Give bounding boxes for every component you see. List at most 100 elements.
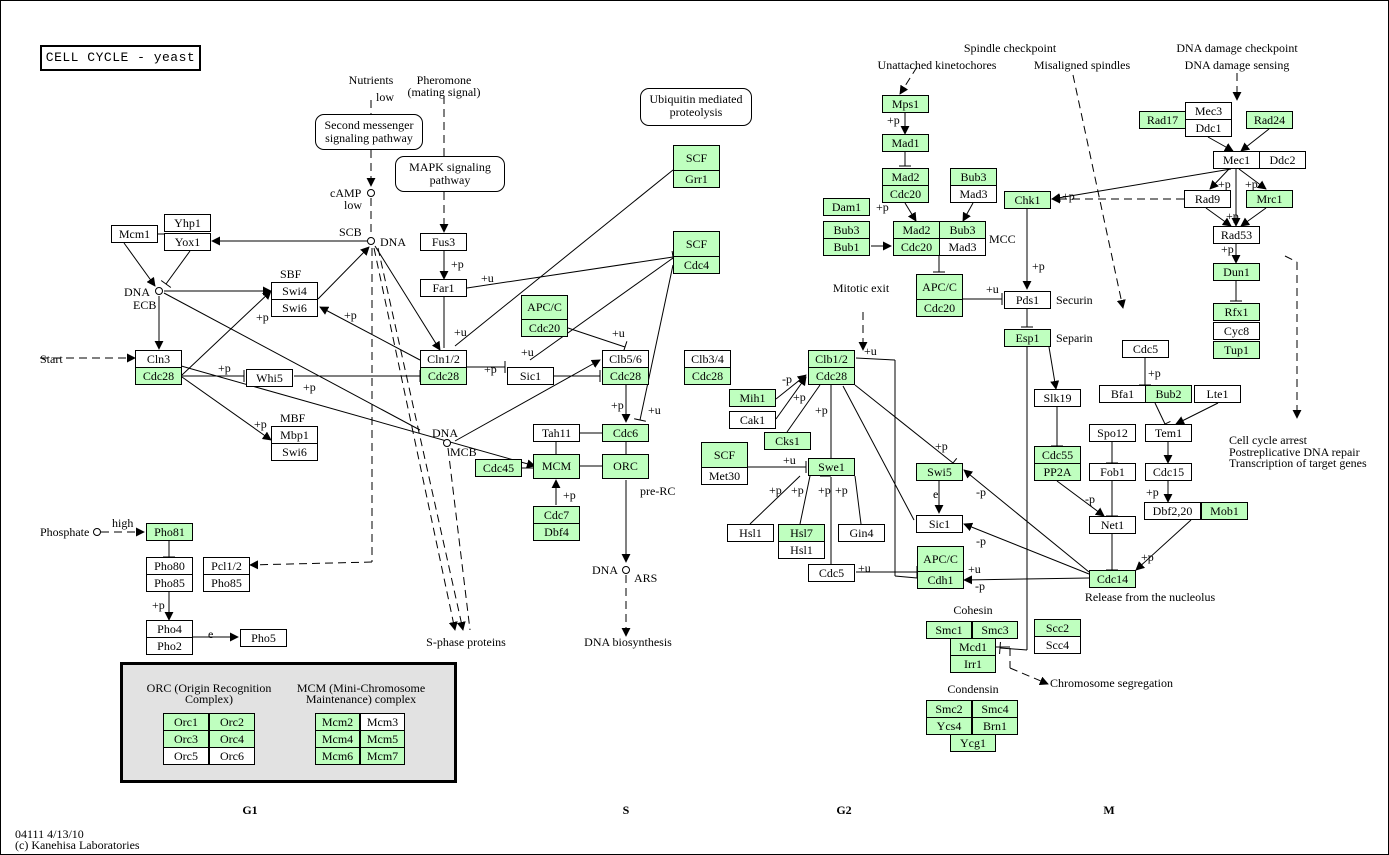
gene-node-swi6a[interactable]: Swi6	[271, 299, 318, 317]
gene-node-mob1[interactable]: Mob1	[1201, 502, 1248, 520]
gene-node-apcc3[interactable]: APC/C	[917, 546, 964, 572]
gene-node-cdc7[interactable]: Cdc7	[533, 506, 580, 524]
gene-node-cdc28d[interactable]: Cdc28	[684, 367, 731, 385]
gene-node-pho81[interactable]: Pho81	[146, 523, 193, 541]
gene-node-clb34[interactable]: Clb3/4	[684, 350, 731, 368]
gene-node-mad2a[interactable]: Mad2	[882, 168, 929, 186]
gene-node-pho85b[interactable]: Pho85	[203, 574, 250, 592]
gene-node-cdc5b[interactable]: Cdc5	[1122, 340, 1169, 358]
gene-node-grr1[interactable]: Grr1	[673, 170, 720, 188]
gene-node-clb56[interactable]: Clb5/6	[602, 350, 649, 368]
gene-node-ddc2[interactable]: Ddc2	[1259, 151, 1306, 169]
gene-node-cdc45[interactable]: Cdc45	[475, 459, 522, 477]
gene-node-yhp1[interactable]: Yhp1	[164, 214, 211, 232]
gene-node-cdc5a[interactable]: Cdc5	[808, 564, 855, 582]
gene-node-orc4[interactable]: Orc4	[209, 730, 255, 748]
gene-node-mrc1[interactable]: Mrc1	[1246, 190, 1293, 208]
gene-node-cdc28a[interactable]: Cdc28	[135, 367, 182, 385]
gene-node-lte1[interactable]: Lte1	[1194, 385, 1241, 403]
gene-node-cdc20d[interactable]: Cdc20	[916, 299, 963, 317]
gene-node-cdh1[interactable]: Cdh1	[917, 571, 964, 589]
gene-node-cln12[interactable]: Cln1/2	[420, 350, 467, 368]
gene-node-mcm7[interactable]: Mcm7	[360, 747, 405, 765]
gene-node-orc1[interactable]: Orc1	[163, 713, 209, 731]
gene-node-bub3a[interactable]: Bub3	[950, 168, 997, 186]
gene-node-orc3[interactable]: Orc3	[163, 730, 209, 748]
gene-node-tem1[interactable]: Tem1	[1145, 424, 1192, 442]
gene-node-apcc1[interactable]: APC/C	[521, 295, 568, 320]
gene-node-cdc28c[interactable]: Cdc28	[602, 367, 649, 385]
gene-node-esp1[interactable]: Esp1	[1004, 329, 1051, 347]
gene-node-pho2[interactable]: Pho2	[146, 637, 193, 655]
gene-node-mad3a[interactable]: Mad3	[950, 185, 997, 203]
gene-node-bub1[interactable]: Bub1	[823, 238, 870, 256]
gene-node-rad17[interactable]: Rad17	[1139, 111, 1186, 129]
dna-mcb-compound[interactable]	[443, 439, 451, 447]
gene-node-mad1[interactable]: Mad1	[882, 134, 929, 152]
gene-node-smc4[interactable]: Smc4	[972, 700, 1018, 718]
gene-node-cak1[interactable]: Cak1	[729, 411, 776, 429]
gene-node-pcl12[interactable]: Pcl1/2	[203, 557, 250, 575]
gene-node-whi5[interactable]: Whi5	[246, 369, 293, 387]
gene-node-dam1[interactable]: Dam1	[823, 198, 870, 216]
gene-node-cdc6[interactable]: Cdc6	[602, 424, 649, 442]
gene-node-tah11[interactable]: Tah11	[533, 424, 580, 442]
dna-ecb-compound[interactable]	[155, 287, 163, 295]
gene-node-met30[interactable]: Met30	[701, 467, 748, 485]
gene-node-mec3[interactable]: Mec3	[1185, 102, 1232, 120]
gene-node-cdc20b[interactable]: Cdc20	[882, 185, 929, 203]
gene-node-mcm3[interactable]: Mcm3	[360, 713, 405, 731]
phosphate-compound[interactable]	[93, 528, 101, 536]
gene-node-mcm[interactable]: MCM	[533, 454, 580, 479]
gene-node-pp2a[interactable]: PP2A	[1034, 463, 1081, 481]
dna-scb-compound[interactable]	[367, 237, 375, 245]
gene-node-mad3b[interactable]: Mad3	[939, 238, 986, 256]
gene-node-ycg1[interactable]: Ycg1	[950, 734, 996, 752]
gene-node-hsl7[interactable]: Hsl7	[778, 524, 825, 542]
gene-node-hsl1b[interactable]: Hsl1	[778, 541, 825, 559]
gene-node-scc2[interactable]: Scc2	[1034, 619, 1081, 637]
gene-node-mcm5[interactable]: Mcm5	[360, 730, 405, 748]
gene-node-mbp1[interactable]: Mbp1	[271, 426, 318, 444]
mapk-pathway-link[interactable]: MAPK signaling pathway	[395, 156, 505, 192]
gene-node-ycs4[interactable]: Ycs4	[926, 717, 972, 735]
gene-node-bub2[interactable]: Bub2	[1145, 385, 1192, 403]
gene-node-mcd1[interactable]: Mcd1	[950, 638, 996, 656]
gene-node-dbf220[interactable]: Dbf2,20	[1144, 502, 1201, 520]
second-messenger-pathway-link[interactable]: Second messenger signaling pathway	[315, 114, 423, 150]
gene-node-swe1[interactable]: Swe1	[808, 458, 855, 476]
gene-node-bfa1[interactable]: Bfa1	[1099, 385, 1146, 403]
gene-node-smc3[interactable]: Smc3	[972, 621, 1018, 639]
gene-node-scf1[interactable]: SCF	[673, 145, 720, 171]
gene-node-rad53[interactable]: Rad53	[1213, 226, 1260, 244]
gene-node-ddc1[interactable]: Ddc1	[1185, 119, 1232, 137]
gene-node-mcm4[interactable]: Mcm4	[315, 730, 360, 748]
gene-node-smc1[interactable]: Smc1	[926, 621, 972, 639]
gene-node-pho85a[interactable]: Pho85	[146, 574, 193, 592]
gene-node-gin4[interactable]: Gin4	[838, 524, 885, 542]
gene-node-cdc15[interactable]: Cdc15	[1145, 463, 1192, 481]
gene-node-swi6b[interactable]: Swi6	[271, 443, 318, 461]
gene-node-far1[interactable]: Far1	[420, 279, 467, 297]
gene-node-cdc28e[interactable]: Cdc28	[808, 367, 855, 385]
gene-node-chk1[interactable]: Chk1	[1004, 191, 1051, 209]
gene-node-rfx1[interactable]: Rfx1	[1213, 303, 1260, 321]
gene-node-bub3c[interactable]: Bub3	[939, 221, 986, 239]
gene-node-scf3[interactable]: SCF	[701, 442, 748, 468]
gene-node-mcm6[interactable]: Mcm6	[315, 747, 360, 765]
gene-node-cdc20a[interactable]: Cdc20	[521, 319, 568, 337]
gene-node-dun1[interactable]: Dun1	[1213, 263, 1260, 281]
gene-node-irr1[interactable]: Irr1	[950, 655, 996, 673]
gene-node-yox1[interactable]: Yox1	[164, 233, 211, 251]
dna-ars-compound[interactable]	[622, 566, 630, 574]
gene-node-mad2b[interactable]: Mad2	[893, 221, 940, 239]
gene-node-slk19[interactable]: Slk19	[1034, 389, 1081, 407]
gene-node-tup1[interactable]: Tup1	[1213, 341, 1260, 359]
gene-node-cdc55[interactable]: Cdc55	[1034, 446, 1081, 464]
gene-node-pho80[interactable]: Pho80	[146, 557, 193, 575]
gene-node-mcm2[interactable]: Mcm2	[315, 713, 360, 731]
gene-node-cks1[interactable]: Cks1	[764, 432, 811, 450]
gene-node-cdc4[interactable]: Cdc4	[673, 256, 720, 274]
camp-compound[interactable]	[367, 189, 375, 197]
gene-node-mcm1[interactable]: Mcm1	[111, 225, 158, 243]
